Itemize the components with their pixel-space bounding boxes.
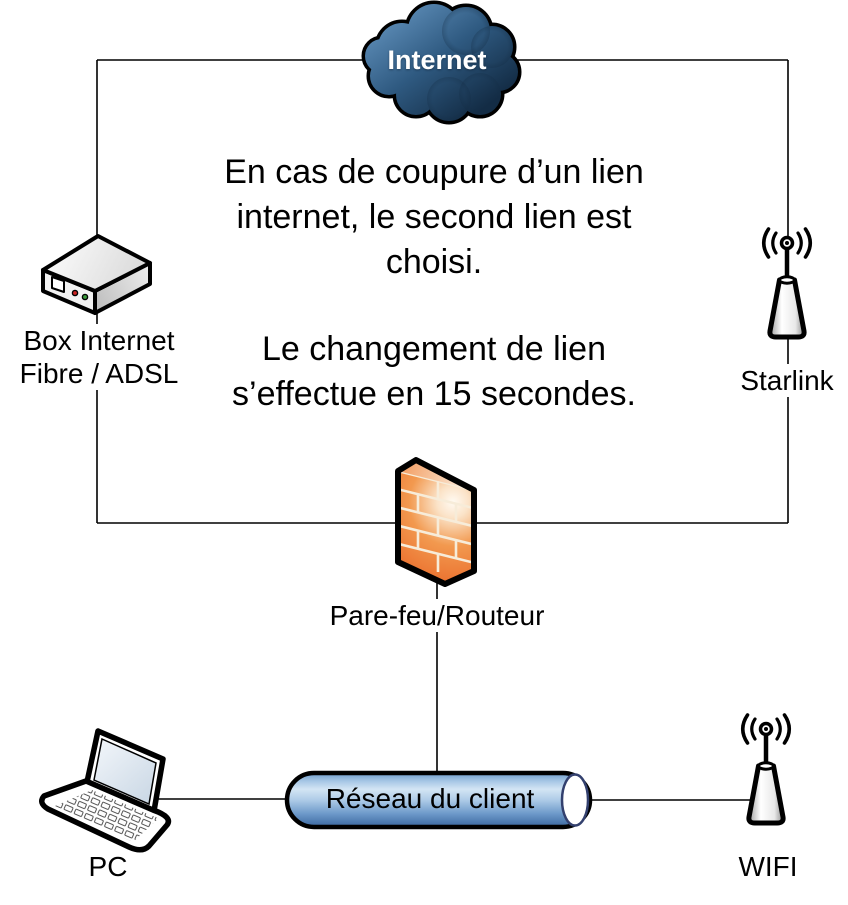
firewall-label: Pare-feu/Routeur	[324, 599, 550, 632]
firewall-icon	[395, 457, 477, 587]
note-paragraph-1: En cas de coupure d’un lien internet, le…	[224, 153, 644, 281]
starlink-label: Starlink	[735, 364, 839, 397]
wifi-antenna-icon	[743, 715, 790, 823]
modem-box-label: Box Internet Fibre / ADSL	[14, 324, 184, 390]
note-text: En cas de coupure d’un lien internet, le…	[172, 150, 696, 417]
internet-label: Internet	[387, 45, 487, 75]
network-pipe-icon	[284, 770, 593, 830]
wifi-label: WIFI	[738, 851, 798, 882]
starlink-antenna-icon	[764, 229, 811, 337]
laptop-icon	[39, 728, 172, 853]
note-paragraph-2: Le changement de lien s’effectue en 15 s…	[232, 330, 636, 413]
modem-box-icon	[41, 234, 152, 315]
pc-label: PC	[88, 851, 128, 882]
internet-cloud-icon	[361, 0, 522, 125]
network-pipe-label: Réseau du client	[325, 783, 535, 814]
